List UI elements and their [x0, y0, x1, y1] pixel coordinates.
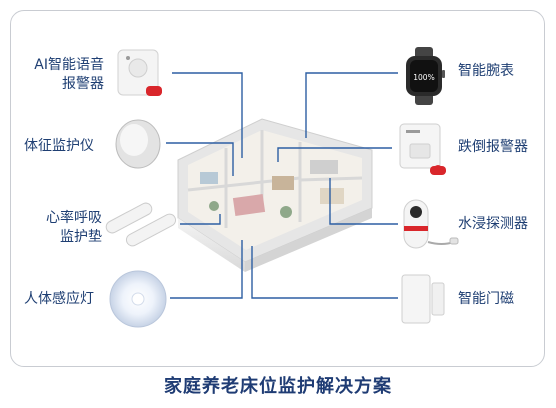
- label-voice-alarm: AI智能语音 报警器: [24, 56, 104, 94]
- smart-watch-screen-text: 100%: [413, 73, 434, 82]
- label-fall-alarm: 跌倒报警器: [458, 138, 528, 157]
- label-water-detector: 水浸探测器: [458, 215, 528, 234]
- label-line: 水浸探测器: [458, 216, 528, 232]
- label-door-magnet: 智能门磁: [458, 290, 514, 309]
- house-floorplan-illustration: [177, 118, 373, 272]
- water-leak-detector-icon: [403, 199, 459, 249]
- label-line: 心率呼吸: [46, 210, 102, 226]
- label-heart-pad: 心率呼吸 监护垫: [24, 209, 102, 247]
- label-line: 报警器: [62, 76, 104, 92]
- connector-smart-watch: [305, 72, 398, 138]
- connector-voice-alarm: [172, 72, 243, 158]
- label-vital-monitor: 体征监护仪: [24, 137, 94, 156]
- label-line: 跌倒报警器: [458, 139, 528, 155]
- connector-lines: [166, 72, 398, 299]
- connector-sensor-light: [170, 240, 243, 299]
- connector-heart-pad: [180, 214, 221, 225]
- label-line: AI智能语音: [34, 57, 104, 73]
- connector-fall-alarm: [277, 147, 392, 162]
- label-line: 体征监护仪: [24, 138, 94, 154]
- label-line: 智能腕表: [458, 63, 514, 79]
- label-line: 智能门磁: [458, 291, 514, 307]
- vital-sign-monitor-icon: [115, 119, 161, 169]
- label-smart-watch: 智能腕表: [458, 62, 514, 81]
- label-sensor-light: 人体感应灯: [24, 290, 94, 309]
- diagram-caption: 家庭养老床位监护解决方案: [164, 376, 392, 397]
- label-line: 人体感应灯: [24, 291, 94, 307]
- voice-alarm-icon: [117, 49, 162, 96]
- label-line: 监护垫: [60, 229, 102, 245]
- connector-door-magnet: [251, 246, 398, 299]
- connector-water-detector: [329, 178, 398, 225]
- fall-alarm-icon: [399, 123, 446, 175]
- motion-sensor-light-icon: [109, 270, 167, 328]
- heart-rate-pad-icon: [105, 202, 177, 247]
- connector-vital-monitor: [166, 142, 234, 176]
- smart-watch-icon: 100%: [406, 47, 445, 105]
- door-magnet-icon: [401, 274, 445, 324]
